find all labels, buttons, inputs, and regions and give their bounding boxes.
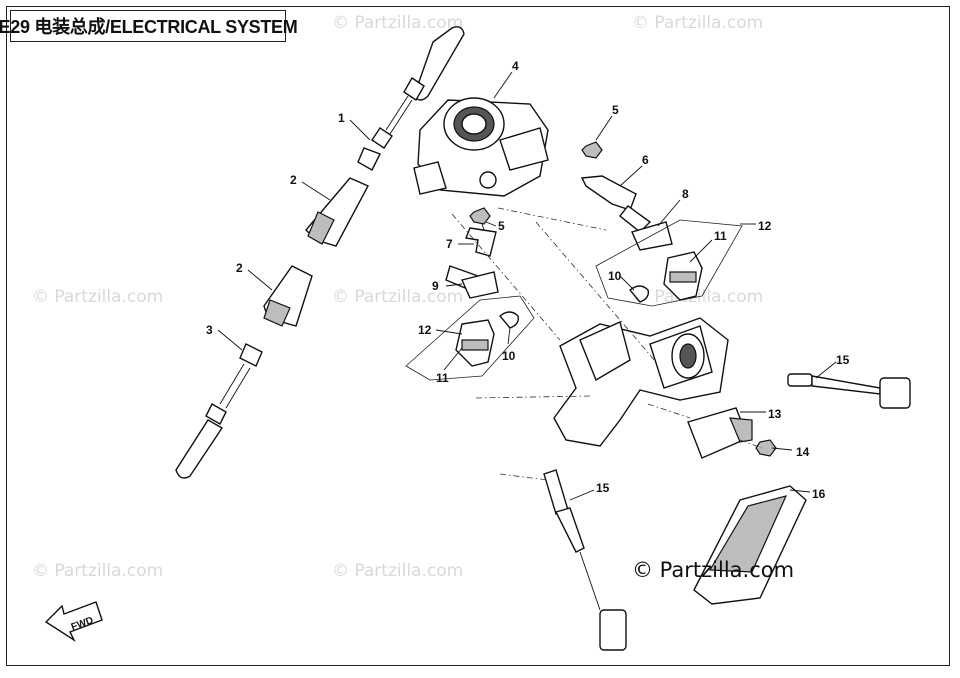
callout-12-left: 12	[418, 323, 432, 337]
diagram-title: E29 电装总成/ELECTRICAL SYSTEM	[0, 10, 298, 42]
wire-connector-assembly-top	[357, 26, 465, 171]
callout-8: 8	[682, 187, 689, 201]
callout-14: 14	[796, 445, 810, 459]
bracket-6	[580, 175, 637, 211]
injector-11-left	[455, 319, 495, 367]
injector-group-box-right	[595, 219, 743, 307]
callout-5-middle: 5	[498, 219, 505, 233]
callout-labels: 1 2 2 3 4 5 5 6 8 7 9 12 11 10 12 11 10 …	[206, 59, 850, 501]
connector-2-lower	[263, 265, 313, 327]
o2-sensor-15-right	[787, 373, 911, 409]
copyright-notice: © Partzilla.com	[632, 558, 795, 582]
o2-sensor-15-bottom	[543, 469, 627, 651]
leader-lines	[217, 71, 837, 501]
clip-10-right	[629, 285, 650, 303]
callout-7: 7	[446, 237, 453, 251]
callout-15-bottom: 15	[596, 481, 610, 495]
wire-connector-assembly-bottom	[175, 343, 263, 479]
watermark: © Partzilla.com	[332, 287, 464, 307]
sensor-8	[619, 205, 673, 251]
callout-9: 9	[432, 279, 439, 293]
callout-16: 16	[812, 487, 826, 501]
fwd-arrow: FWD	[44, 601, 103, 642]
intake-manifold	[553, 317, 729, 447]
callout-6: 6	[642, 153, 649, 167]
callout-13: 13	[768, 407, 782, 421]
bolt-5-upper	[581, 141, 603, 159]
callout-11-left: 11	[436, 371, 449, 385]
callout-15-right: 15	[836, 353, 850, 367]
reference-lines	[451, 207, 763, 481]
connector-2-upper	[305, 177, 369, 247]
clip-10-left	[499, 311, 520, 329]
callout-3: 3	[206, 323, 213, 337]
sensor-13	[687, 407, 753, 459]
callout-4: 4	[512, 59, 519, 73]
injector-group-box-left	[405, 295, 535, 381]
callout-10-left: 10	[502, 349, 516, 363]
watermark: © Partzilla.com	[632, 13, 764, 33]
bracket-7	[465, 227, 497, 257]
watermark: © Partzilla.com	[32, 287, 164, 307]
bolt-14	[755, 439, 777, 457]
injector-11-right	[663, 251, 703, 301]
callout-12-right: 12	[758, 219, 772, 233]
diagram-frame	[6, 6, 950, 666]
callout-2-upper: 2	[290, 173, 297, 187]
callout-10-right: 10	[608, 269, 622, 283]
watermark: © Partzilla.com	[332, 561, 464, 581]
callout-5-upper: 5	[612, 103, 619, 117]
watermark: © Partzilla.com	[32, 561, 164, 581]
sensor-9	[445, 265, 499, 299]
callout-11-right: 11	[714, 229, 727, 243]
callout-1: 1	[338, 111, 345, 125]
callout-2-lower: 2	[236, 261, 243, 275]
ecu-16	[693, 485, 807, 605]
watermark: © Partzilla.com	[332, 13, 464, 33]
throttle-body	[413, 97, 549, 197]
